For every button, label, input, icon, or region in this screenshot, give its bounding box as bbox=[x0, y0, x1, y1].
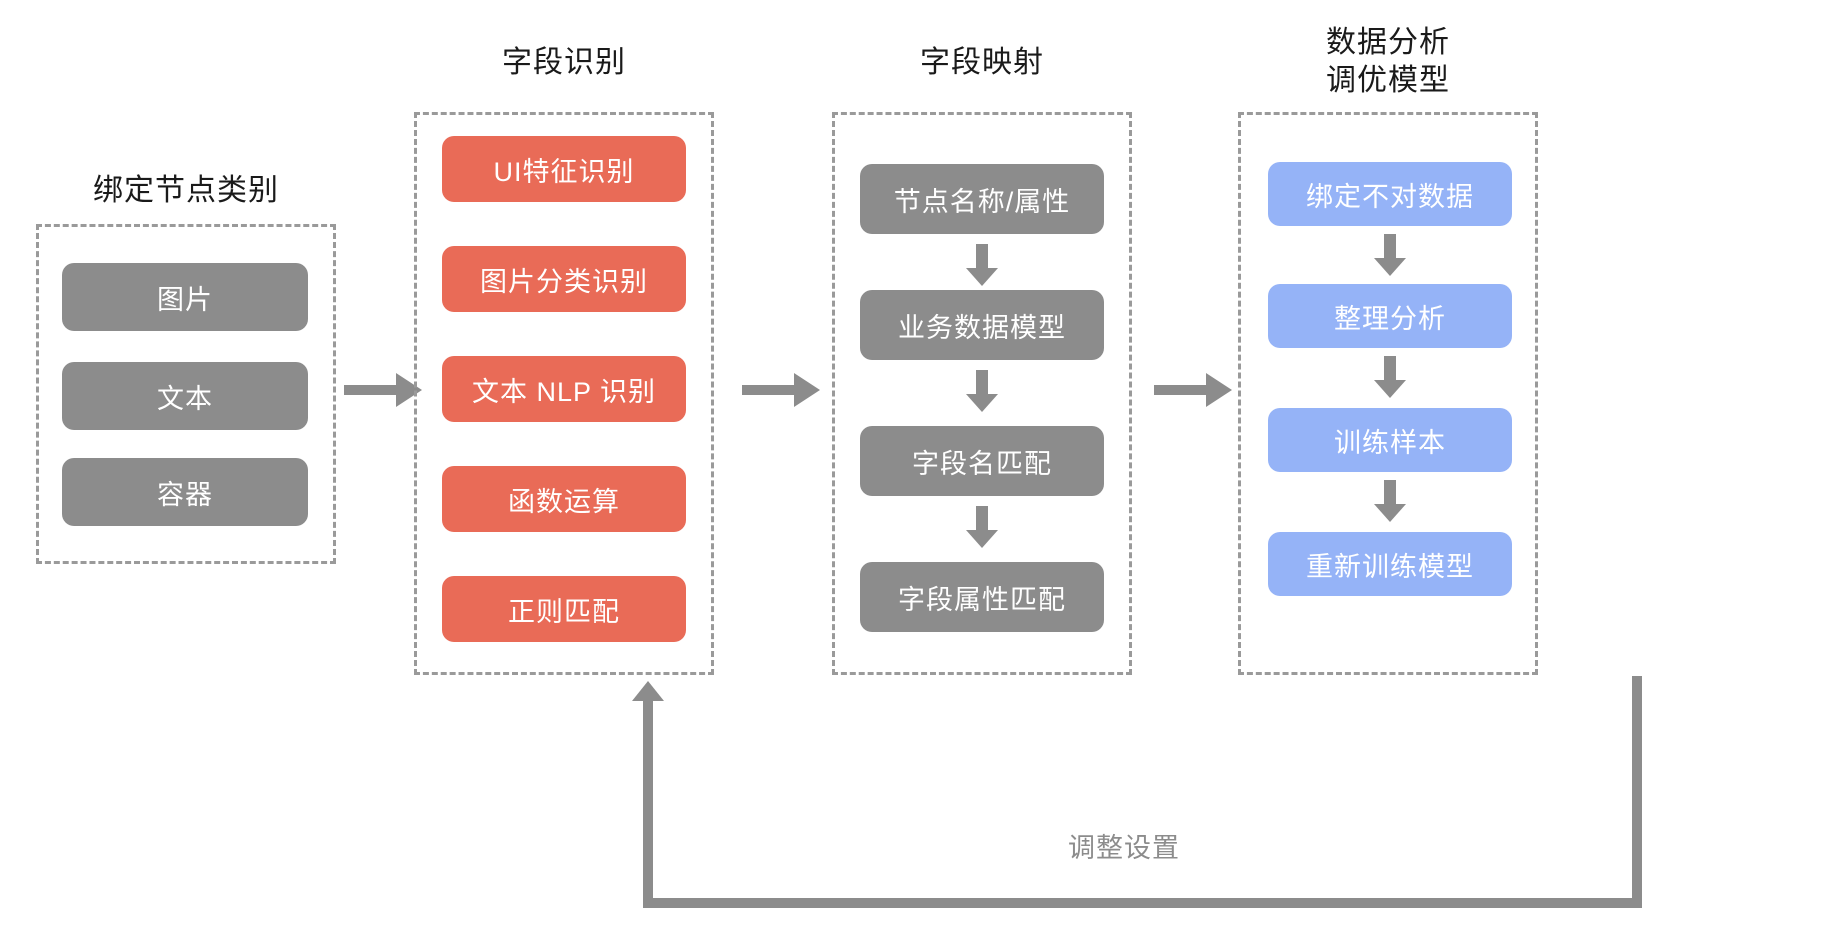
node-field-name-match[interactable]: 字段名匹配 bbox=[860, 426, 1104, 496]
node-text[interactable]: 文本 bbox=[62, 362, 308, 430]
node-image-classification[interactable]: 图片分类识别 bbox=[442, 246, 686, 312]
node-image[interactable]: 图片 bbox=[62, 263, 308, 331]
arrow-head-icon bbox=[1206, 373, 1232, 407]
node-container[interactable]: 容器 bbox=[62, 458, 308, 526]
arrow-head-icon bbox=[966, 394, 998, 412]
arrow-shaft bbox=[976, 244, 988, 270]
arrow-shaft bbox=[1154, 385, 1206, 395]
arrow-shaft bbox=[976, 506, 988, 532]
arrow-head-icon bbox=[966, 268, 998, 286]
node-field-attribute-match[interactable]: 字段属性匹配 bbox=[860, 562, 1104, 632]
arrow-shaft bbox=[1384, 356, 1396, 382]
node-training-samples[interactable]: 训练样本 bbox=[1268, 408, 1512, 472]
arrow-head-icon bbox=[1374, 380, 1406, 398]
feedback-arrow-head-icon bbox=[632, 681, 664, 701]
feedback-loop-label: 调整设置 bbox=[1068, 833, 1180, 863]
arrow-shaft bbox=[976, 370, 988, 396]
arrow-head-icon bbox=[966, 530, 998, 548]
node-text-nlp-recognition[interactable]: 文本 NLP 识别 bbox=[442, 356, 686, 422]
arrow-head-icon bbox=[1374, 258, 1406, 276]
column-title-bind-node-type: 绑定节点类别 bbox=[93, 174, 279, 207]
node-regex-match[interactable]: 正则匹配 bbox=[442, 576, 686, 642]
group-box-data-analysis-tuning bbox=[1238, 112, 1538, 675]
node-ui-feature-recognition[interactable]: UI特征识别 bbox=[442, 136, 686, 202]
column-title-field-mapping: 字段映射 bbox=[920, 46, 1044, 79]
node-mismatched-binding-data[interactable]: 绑定不对数据 bbox=[1268, 162, 1512, 226]
group-box-field-mapping bbox=[832, 112, 1132, 675]
column-title-data-analysis-tuning: 数据分析 调优模型 bbox=[1326, 26, 1450, 97]
feedback-line-right-vertical bbox=[1632, 676, 1642, 908]
arrow-shaft bbox=[344, 385, 396, 395]
arrow-head-icon bbox=[794, 373, 820, 407]
node-organize-analyze[interactable]: 整理分析 bbox=[1268, 284, 1512, 348]
column-title-field-recognition: 字段识别 bbox=[502, 46, 626, 79]
node-business-data-model[interactable]: 业务数据模型 bbox=[860, 290, 1104, 360]
arrow-head-icon bbox=[396, 373, 422, 407]
feedback-line-horizontal bbox=[643, 898, 1642, 908]
node-retrain-model[interactable]: 重新训练模型 bbox=[1268, 532, 1512, 596]
feedback-line-left-vertical bbox=[643, 700, 653, 908]
arrow-head-icon bbox=[1374, 504, 1406, 522]
group-box-bind-node-type bbox=[36, 224, 336, 564]
group-box-field-recognition bbox=[414, 112, 714, 675]
arrow-shaft bbox=[1384, 234, 1396, 260]
arrow-shaft bbox=[742, 385, 794, 395]
node-function-operation[interactable]: 函数运算 bbox=[442, 466, 686, 532]
arrow-shaft bbox=[1384, 480, 1396, 506]
node-node-name-attribute[interactable]: 节点名称/属性 bbox=[860, 164, 1104, 234]
